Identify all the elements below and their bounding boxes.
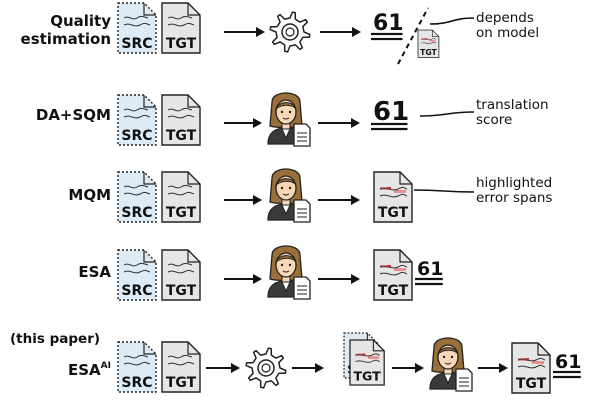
note-translation-score: translation score xyxy=(476,98,549,128)
target-document-icon: TGT xyxy=(161,94,201,146)
arrow-right-icon xyxy=(478,363,508,373)
row-label-line: MQM xyxy=(68,186,111,204)
score-value: 61 xyxy=(555,351,581,373)
row-label-mqm: MQM xyxy=(68,186,111,204)
src-doc-label: SRC xyxy=(121,375,152,391)
highlighted-target-document-icon: TGT xyxy=(373,171,413,223)
tgt-doc-label: TGT xyxy=(353,369,381,384)
gear-icon xyxy=(269,11,311,53)
source-document-icon: SRC xyxy=(117,171,157,223)
row-label-line: Quality xyxy=(50,12,111,30)
score-61-esa: 61 xyxy=(415,258,443,286)
arrow-right-icon xyxy=(224,118,262,128)
clipboard-icon xyxy=(293,276,311,300)
this-paper-label: (this paper) xyxy=(10,330,100,348)
highlighted-target-document-icon: TGT xyxy=(373,249,413,301)
target-document-icon: TGT xyxy=(161,171,201,223)
annotator-person-icon xyxy=(267,168,311,223)
note-line: on model xyxy=(476,25,540,41)
score-value: 61 xyxy=(373,97,409,127)
score-61-esa-ai: 61 xyxy=(553,351,581,379)
note-depends-on-model: depends on model xyxy=(476,11,539,41)
score-value: 61 xyxy=(417,258,443,280)
row-label-superscript: AI xyxy=(100,361,111,371)
score-value: 61 xyxy=(373,11,404,36)
tgt-doc-label: TGT xyxy=(166,283,197,299)
highlighted-target-document-icon: TGT xyxy=(349,339,385,386)
slash-divider xyxy=(397,7,429,65)
arrow-right-icon xyxy=(392,363,424,373)
src-doc-label: SRC xyxy=(121,205,152,221)
arrow-right-icon xyxy=(292,363,324,373)
score-61-qe: 61 xyxy=(371,11,404,41)
note-connector-da xyxy=(419,111,475,117)
annotator-person-icon xyxy=(429,337,473,392)
arrow-right-icon xyxy=(318,195,360,205)
arrow-right-icon xyxy=(224,27,265,37)
tgt-doc-label: TGT xyxy=(166,205,197,221)
note-line: error spans xyxy=(476,190,553,206)
clipboard-icon xyxy=(293,123,311,147)
note-line: translation xyxy=(476,97,549,113)
score-61-da: 61 xyxy=(371,97,409,131)
tgt-doc-label: TGT xyxy=(166,375,197,391)
target-document-icon: TGT xyxy=(161,341,201,393)
row-label-line: ESA xyxy=(68,361,101,379)
src-doc-label: SRC xyxy=(121,283,152,299)
tgt-doc-label: TGT xyxy=(378,283,409,299)
note-line: score xyxy=(476,112,513,128)
gear-icon xyxy=(245,347,287,389)
tgt-doc-label: TGT xyxy=(166,36,197,52)
source-document-icon: SRC xyxy=(117,2,157,54)
arrow-right-icon xyxy=(206,363,240,373)
tgt-doc-label: TGT xyxy=(166,128,197,144)
arrow-right-icon xyxy=(224,195,262,205)
source-document-icon: SRC xyxy=(117,94,157,146)
this-paper-text: (this paper) xyxy=(10,331,101,347)
clipboard-icon xyxy=(293,199,311,223)
note-connector-mqm xyxy=(413,189,475,193)
row-label-esa-ai: ESAAI xyxy=(68,357,111,379)
tgt-doc-label: TGT xyxy=(378,205,409,221)
row-label-da-sqm: DA+SQM xyxy=(36,106,111,124)
arrow-right-icon xyxy=(320,27,361,37)
arrow-right-icon xyxy=(318,274,360,284)
tgt-doc-label: TGT xyxy=(516,376,547,392)
note-line: highlighted xyxy=(476,175,553,191)
note-highlighted-error-spans: highlighted error spans xyxy=(476,176,552,206)
source-document-icon: SRC xyxy=(117,341,157,393)
src-doc-label: SRC xyxy=(121,36,152,52)
target-document-icon: TGT xyxy=(161,2,201,54)
highlighted-target-document-icon: TGT xyxy=(511,342,551,394)
source-document-icon: SRC xyxy=(117,249,157,301)
highlighted-target-document-icon: TGT xyxy=(417,29,440,58)
src-doc-label: SRC xyxy=(121,128,152,144)
row-label-line: ESA xyxy=(78,263,111,281)
row-label-line: DA+SQM xyxy=(35,106,111,124)
clipboard-icon xyxy=(455,368,473,392)
tgt-doc-label: TGT xyxy=(420,48,437,57)
row-label-quality-estimation: Quality estimation xyxy=(21,12,111,48)
target-document-icon: TGT xyxy=(161,249,201,301)
annotator-person-icon xyxy=(267,92,311,147)
arrow-right-icon xyxy=(318,118,360,128)
row-label-esa: ESA xyxy=(78,263,111,281)
arrow-right-icon xyxy=(224,274,262,284)
note-connector-qe xyxy=(429,17,475,25)
annotator-person-icon xyxy=(267,245,311,300)
note-line: depends xyxy=(476,10,534,26)
row-label-line: estimation xyxy=(20,30,111,48)
